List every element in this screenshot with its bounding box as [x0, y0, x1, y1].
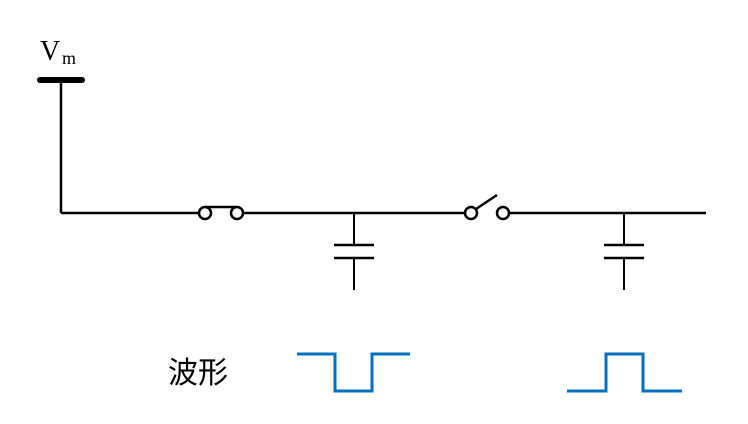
waveform-pulse-low-icon [297, 352, 410, 393]
waveform-label: 波形 [168, 356, 228, 391]
capacitor-icon [334, 213, 374, 290]
closed-switch-icon [197, 205, 245, 221]
supply-label-sub: m [62, 48, 76, 68]
waveform-pulse-high-icon [567, 352, 682, 393]
supply-label-main: V [40, 36, 60, 67]
open-switch-icon [463, 193, 511, 221]
capacitor-icon [604, 213, 644, 290]
